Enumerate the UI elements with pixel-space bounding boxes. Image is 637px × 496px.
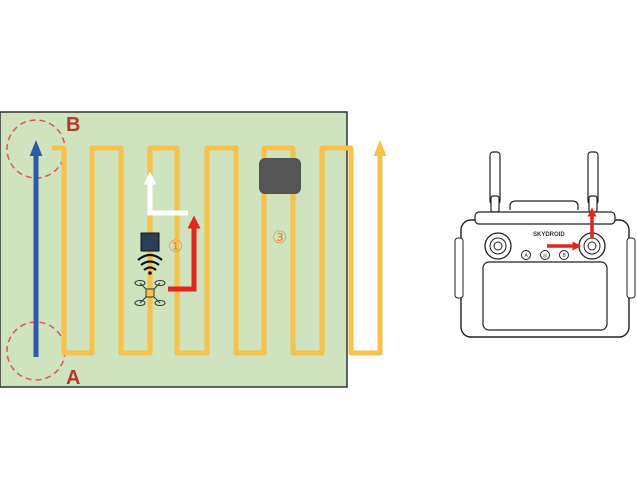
label-step-1: ①	[168, 237, 183, 257]
joystick-icon	[484, 232, 512, 260]
label-a: A	[66, 367, 80, 389]
remote-controller-icon: SKYDROID A ◎ B	[454, 151, 636, 338]
controller-button-a: A	[525, 253, 529, 259]
antenna-icon	[489, 151, 599, 213]
red-arrow-path	[168, 215, 201, 292]
controller-button-mid: ◎	[543, 253, 548, 259]
controller-button-b: B	[563, 253, 567, 259]
white-arrow-path	[143, 171, 188, 216]
controller-brand: SKYDROID	[533, 232, 565, 238]
label-b: B	[66, 114, 80, 136]
field-area	[0, 111, 348, 388]
wifi-signal-icon	[137, 253, 163, 275]
beacon-box-icon	[140, 232, 160, 252]
label-step-3: ③	[272, 228, 287, 248]
drone-icon	[134, 280, 166, 306]
obstacle-icon	[259, 158, 301, 194]
serpentine-route-path	[52, 139, 387, 356]
